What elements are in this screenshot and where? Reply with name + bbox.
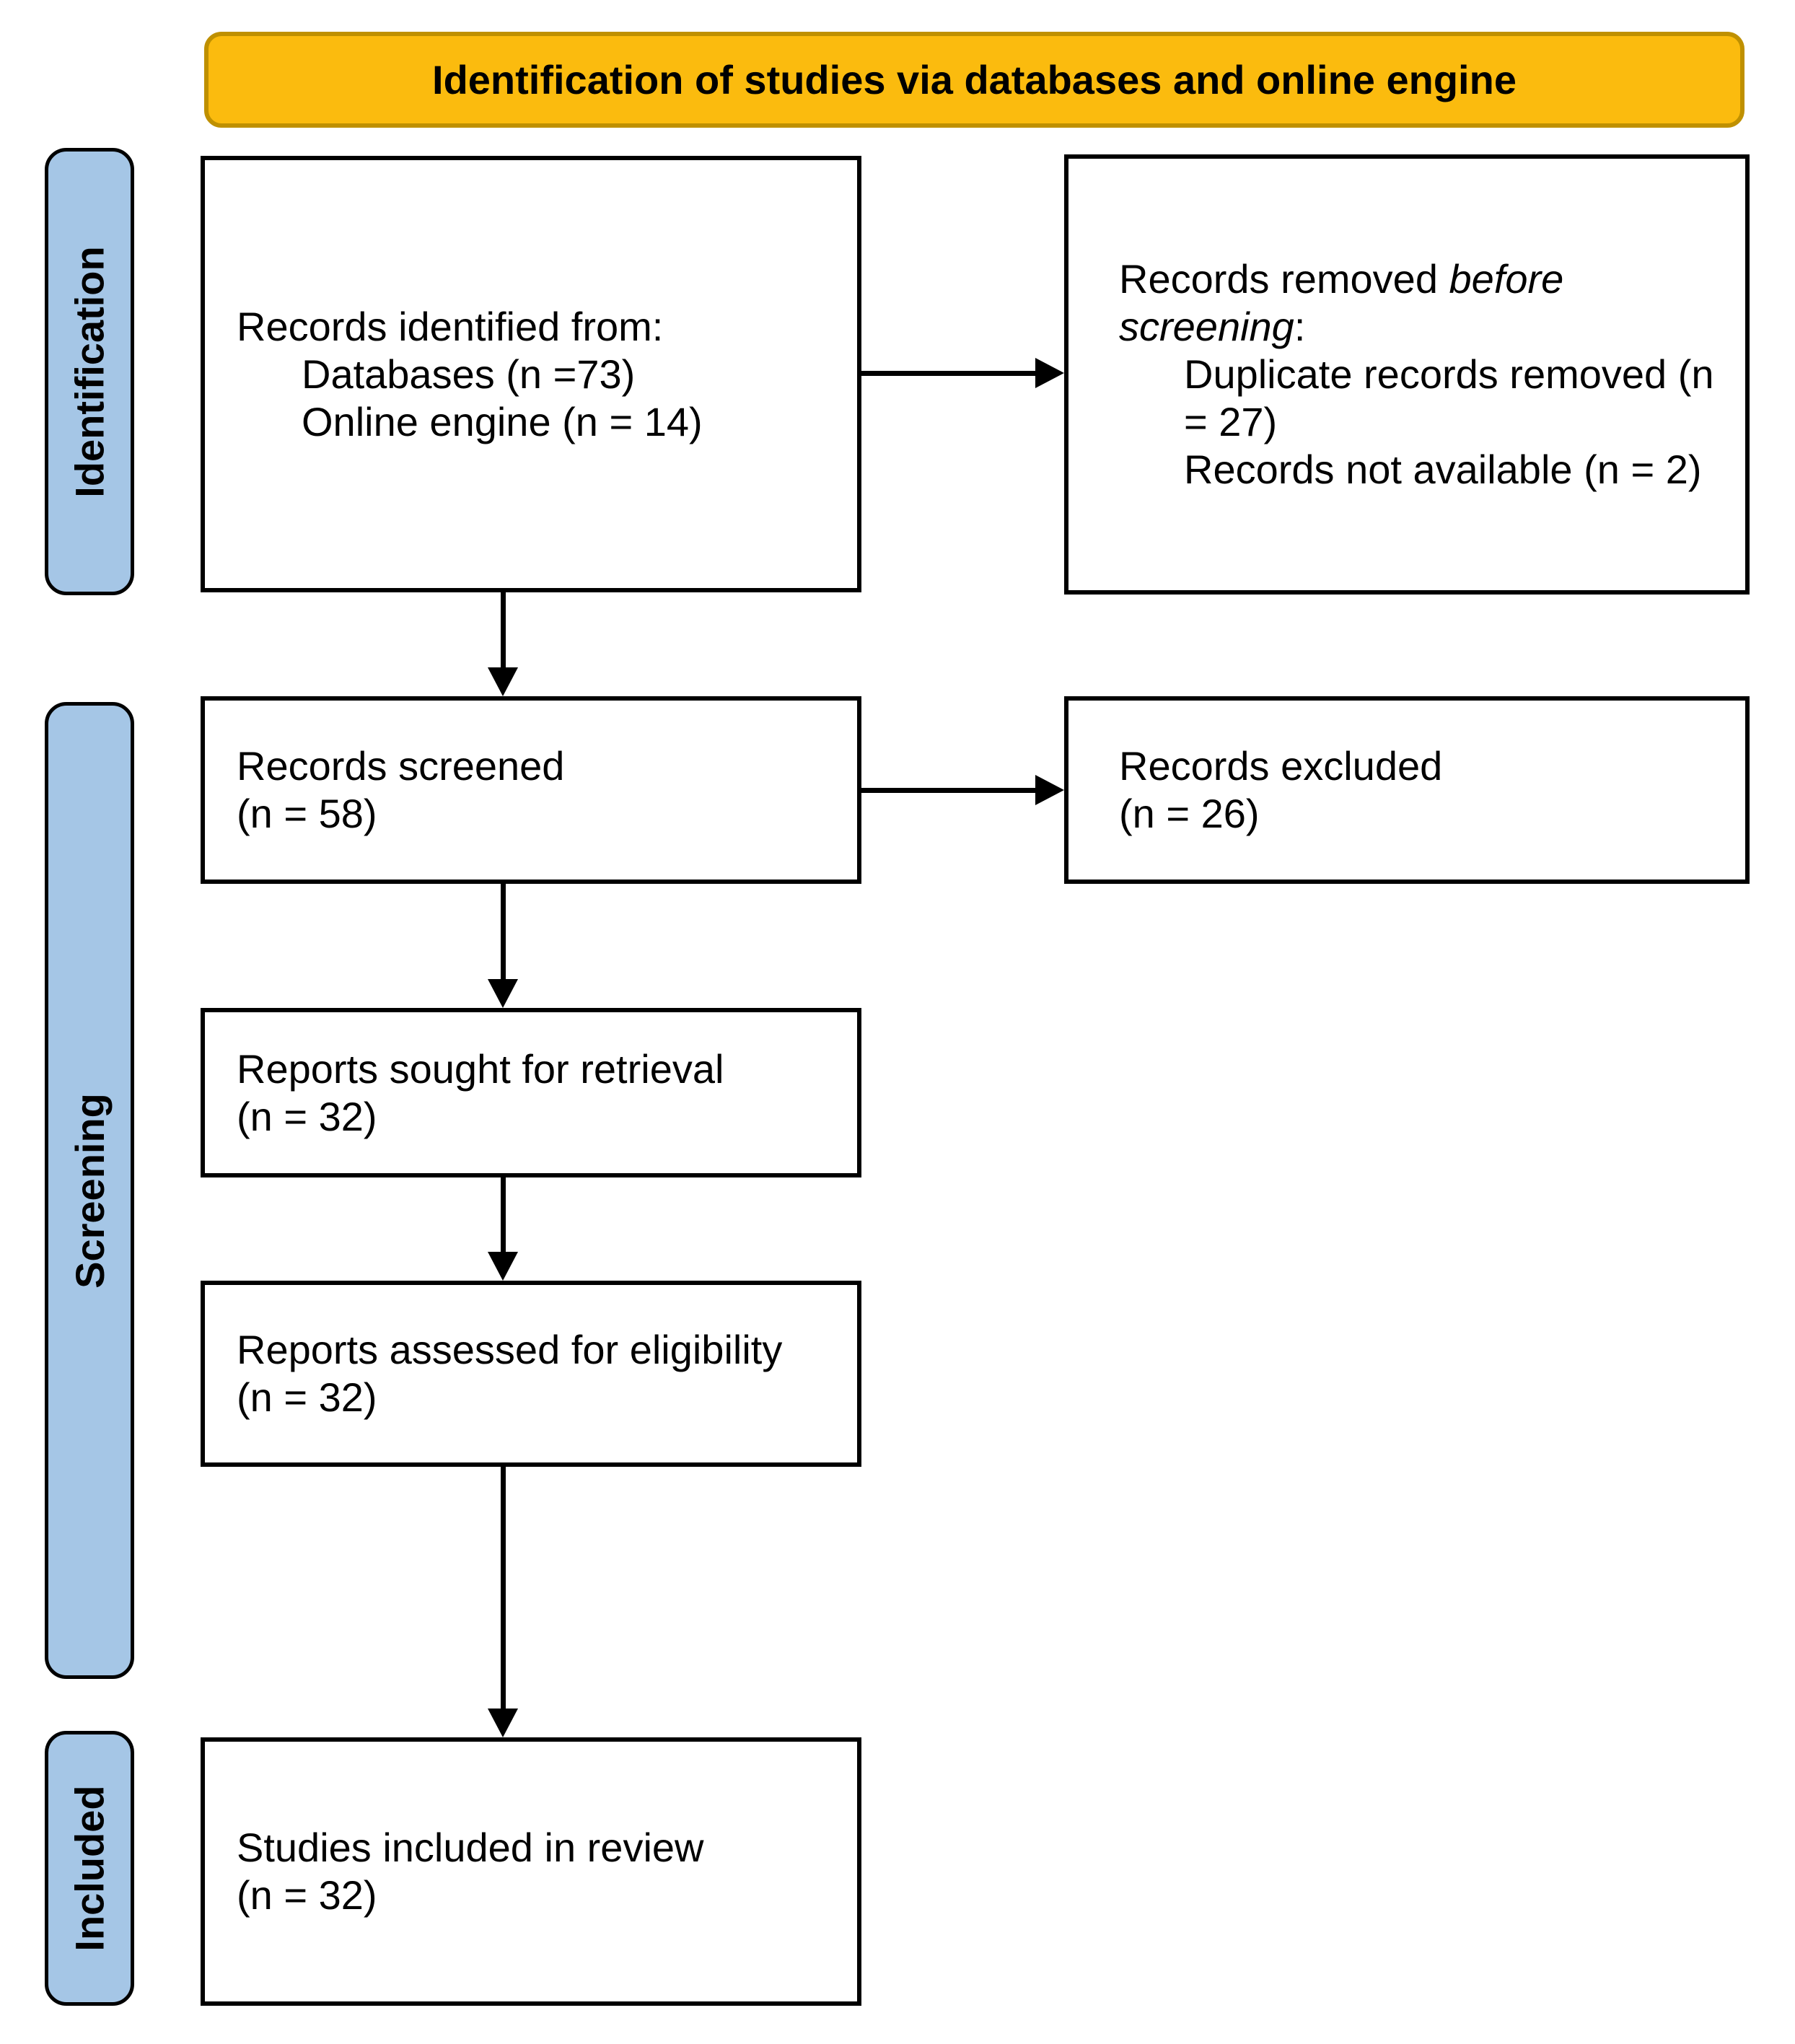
box-line: Records screened: [237, 743, 565, 789]
arrow-shaft: [861, 788, 1042, 793]
arrow-head: [488, 1252, 518, 1281]
phase-bar-identification: Identification: [45, 148, 134, 595]
arrow-head: [1035, 358, 1064, 388]
box-records-identified: Records identified from: Databases (n =7…: [201, 156, 861, 592]
box-line: Reports assessed for eligibility: [237, 1327, 783, 1372]
box-line: (n = 58): [237, 791, 377, 836]
title-italic-text: before: [1449, 256, 1564, 302]
arrow-shaft: [861, 371, 1042, 376]
arrow-head: [488, 979, 518, 1008]
box-item: Duplicate records removed (n = 27): [1184, 351, 1714, 444]
box-records-identified-content: Records identified from: Databases (n =7…: [205, 303, 720, 446]
banner-title: Identification of studies via databases …: [432, 57, 1517, 102]
box-reports-assessed-content: Reports assessed for eligibility (n = 32…: [205, 1326, 799, 1421]
arrow-shaft: [501, 1467, 506, 1711]
box-reports-sought: Reports sought for retrieval (n = 32): [201, 1008, 861, 1177]
box-studies-included-content: Studies included in review (n = 32): [205, 1824, 721, 1919]
arrow-head: [1035, 775, 1064, 805]
box-item: Online engine (n = 14): [302, 398, 703, 444]
phase-label-included: Included: [66, 1785, 113, 1952]
box-line: Reports sought for retrieval: [237, 1045, 724, 1092]
phase-bar-screening: Screening: [45, 702, 134, 1679]
box-title-line: Records removed before: [1119, 255, 1725, 303]
box-item: Records not available (n = 2): [1184, 447, 1702, 492]
phase-bar-included: Included: [45, 1731, 134, 2006]
phase-label-screening: Screening: [66, 1092, 113, 1289]
title-regular-text: :: [1294, 304, 1306, 349]
box-records-removed: Records removed before screening: Duplic…: [1064, 154, 1750, 595]
arrow-head: [488, 1709, 518, 1737]
header-banner: Identification of studies via databases …: [204, 32, 1744, 128]
box-line: (n = 32): [237, 1093, 377, 1139]
box-records-excluded-content: Records excluded (n = 26): [1068, 742, 1462, 838]
arrow-shaft: [501, 1177, 506, 1255]
arrow-head: [488, 667, 518, 696]
phase-label-identification: Identification: [66, 245, 113, 498]
box-line: (n = 32): [237, 1872, 377, 1918]
box-studies-included: Studies included in review (n = 32): [201, 1737, 861, 2006]
arrow-shaft: [501, 592, 506, 670]
box-reports-sought-content: Reports sought for retrieval (n = 32): [205, 1045, 741, 1141]
box-item: Databases (n =73): [302, 351, 636, 397]
box-line: (n = 32): [237, 1374, 377, 1420]
box-reports-assessed: Reports assessed for eligibility (n = 32…: [201, 1281, 861, 1467]
box-title-line: screening:: [1119, 303, 1725, 351]
box-records-excluded: Records excluded (n = 26): [1064, 696, 1750, 884]
box-line: Studies included in review: [237, 1825, 704, 1870]
arrow-shaft: [501, 884, 506, 982]
box-records-removed-content: Records removed before screening: Duplic…: [1068, 255, 1745, 494]
box-line: Records excluded: [1119, 743, 1443, 789]
box-records-screened: Records screened (n = 58): [201, 696, 861, 884]
box-line: (n = 26): [1119, 791, 1260, 836]
title-regular-text: Records removed: [1119, 256, 1449, 302]
box-title: Records identified from:: [237, 303, 664, 349]
title-italic-text: screening: [1119, 304, 1294, 349]
box-records-screened-content: Records screened (n = 58): [205, 742, 581, 838]
